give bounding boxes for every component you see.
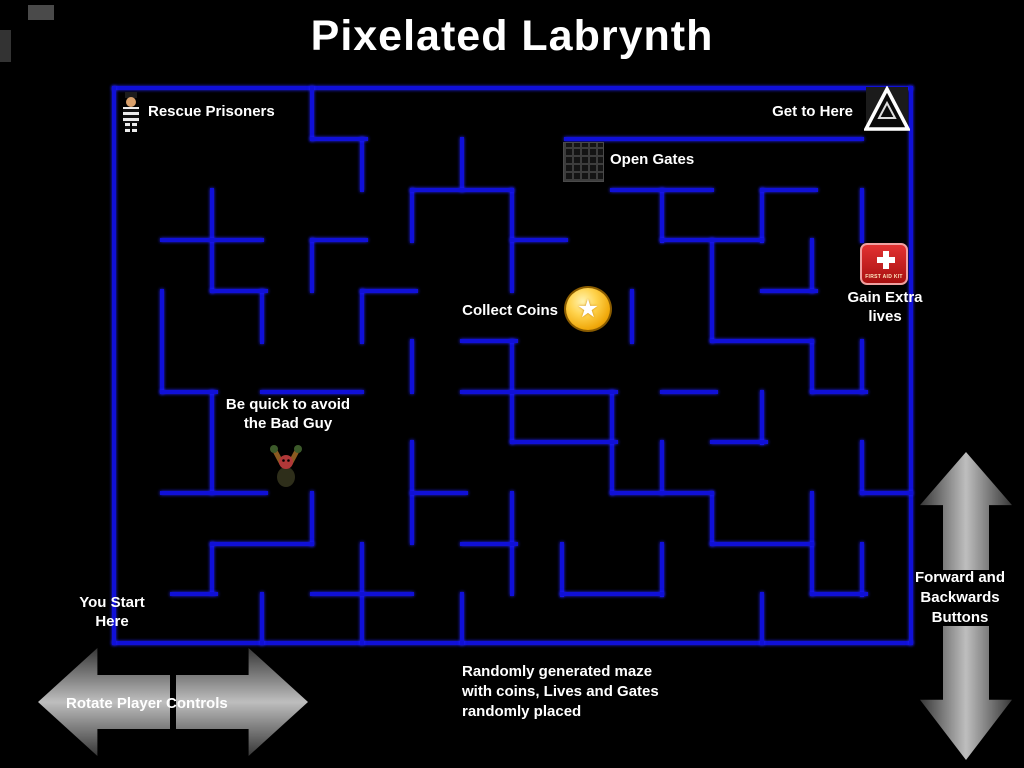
maze-wall (560, 592, 664, 596)
maze-wall (564, 137, 864, 141)
maze-wall (860, 339, 864, 394)
maze-wall (660, 390, 718, 394)
avoid-bad-guy-label: Be quick to avoid the Bad Guy (225, 396, 351, 432)
get-to-here-label: Get to Here (772, 103, 853, 120)
maze-wall (710, 440, 768, 444)
random-maze-description: Randomly generated maze with coins, Live… (462, 663, 659, 720)
maze-wall (310, 86, 314, 141)
screen-artifact (0, 30, 11, 62)
maze-wall (210, 390, 214, 495)
maze-wall (460, 542, 518, 546)
maze-wall (360, 289, 418, 293)
maze-wall (310, 137, 368, 141)
maze-wall (860, 440, 864, 495)
maze-wall (460, 339, 518, 343)
maze-wall (810, 238, 814, 293)
maze-wall (170, 592, 218, 596)
maze-wall (260, 390, 364, 394)
maze-wall (210, 289, 268, 293)
maze-wall (260, 289, 264, 344)
maze-wall (310, 491, 314, 546)
maze-wall (310, 592, 414, 596)
maze-wall (410, 339, 414, 394)
first-aid-icon: FIRST AID KIT (860, 243, 908, 285)
maze-wall (610, 491, 714, 495)
maze-wall (510, 440, 618, 444)
maze-wall (760, 289, 818, 293)
maze-wall (760, 390, 764, 445)
maze-wall (112, 86, 913, 90)
maze-wall (460, 390, 618, 394)
maze-wall (860, 188, 864, 243)
rotate-controls-label: Rotate Player Controls (66, 695, 228, 712)
maze-wall (410, 491, 468, 495)
forward-button-up-arrow-icon[interactable] (920, 452, 1012, 570)
rotate-right-button-arrow-icon[interactable] (176, 648, 308, 756)
maze-wall (710, 491, 714, 546)
maze-wall (630, 289, 634, 344)
collect-coins-label: Collect Coins (462, 302, 558, 319)
maze-wall (310, 238, 314, 293)
maze-wall (810, 390, 868, 394)
maze-wall (260, 592, 264, 645)
maze-wall (160, 238, 264, 242)
first-aid-text: FIRST AID KIT (865, 274, 903, 280)
maze-wall (810, 592, 868, 596)
maze-wall (560, 542, 564, 597)
page-title: Pixelated Labrynth (310, 12, 714, 60)
forward-backwards-label: Forward and Backwards Buttons (914, 569, 1005, 626)
maze-wall (660, 238, 764, 242)
maze-wall (760, 188, 764, 243)
goal-triangle-icon (863, 85, 911, 132)
maze-wall (860, 542, 864, 597)
maze-wall (460, 592, 464, 645)
bad-guy-icon (267, 444, 305, 488)
maze-wall (909, 86, 913, 645)
gate-icon (563, 142, 604, 182)
maze: Rescue Prisoners Get to Here Open Gates … (112, 85, 923, 645)
maze-wall (660, 188, 664, 243)
coin-star-icon: ★ (576, 294, 600, 323)
rotate-left-button-arrow-icon[interactable] (38, 648, 170, 756)
rescue-prisoners-label: Rescue Prisoners (148, 103, 275, 120)
first-aid-cross (877, 257, 895, 263)
screen-artifact (28, 5, 54, 20)
maze-wall (112, 86, 116, 645)
maze-wall (410, 188, 414, 243)
open-gates-label: Open Gates (610, 151, 695, 168)
maze-wall (710, 339, 814, 343)
maze-wall (360, 289, 364, 344)
maze-wall (160, 491, 268, 495)
maze-wall (660, 542, 664, 597)
gain-extra-lives-label: Gain Extra lives (847, 289, 923, 325)
maze-wall (160, 289, 164, 394)
maze-wall (112, 641, 913, 645)
maze-wall (610, 188, 714, 192)
coin-icon: ★ (564, 286, 612, 332)
maze-wall (510, 238, 568, 242)
prisoner-icon (120, 92, 142, 134)
maze-wall (210, 542, 314, 546)
maze-wall (410, 188, 514, 192)
maze-wall (810, 339, 814, 394)
maze-wall (660, 440, 664, 495)
maze-wall (710, 238, 714, 343)
maze-wall (310, 238, 368, 242)
backward-button-down-arrow-icon[interactable] (920, 626, 1012, 760)
maze-wall (760, 188, 818, 192)
maze-wall (710, 542, 814, 546)
maze-wall (360, 137, 364, 192)
maze-wall (760, 592, 764, 645)
maze-wall (860, 491, 913, 495)
you-start-here-label: You Start Here (79, 594, 145, 630)
maze-wall (160, 390, 218, 394)
maze-wall (210, 542, 214, 595)
maze-wall (460, 137, 464, 192)
